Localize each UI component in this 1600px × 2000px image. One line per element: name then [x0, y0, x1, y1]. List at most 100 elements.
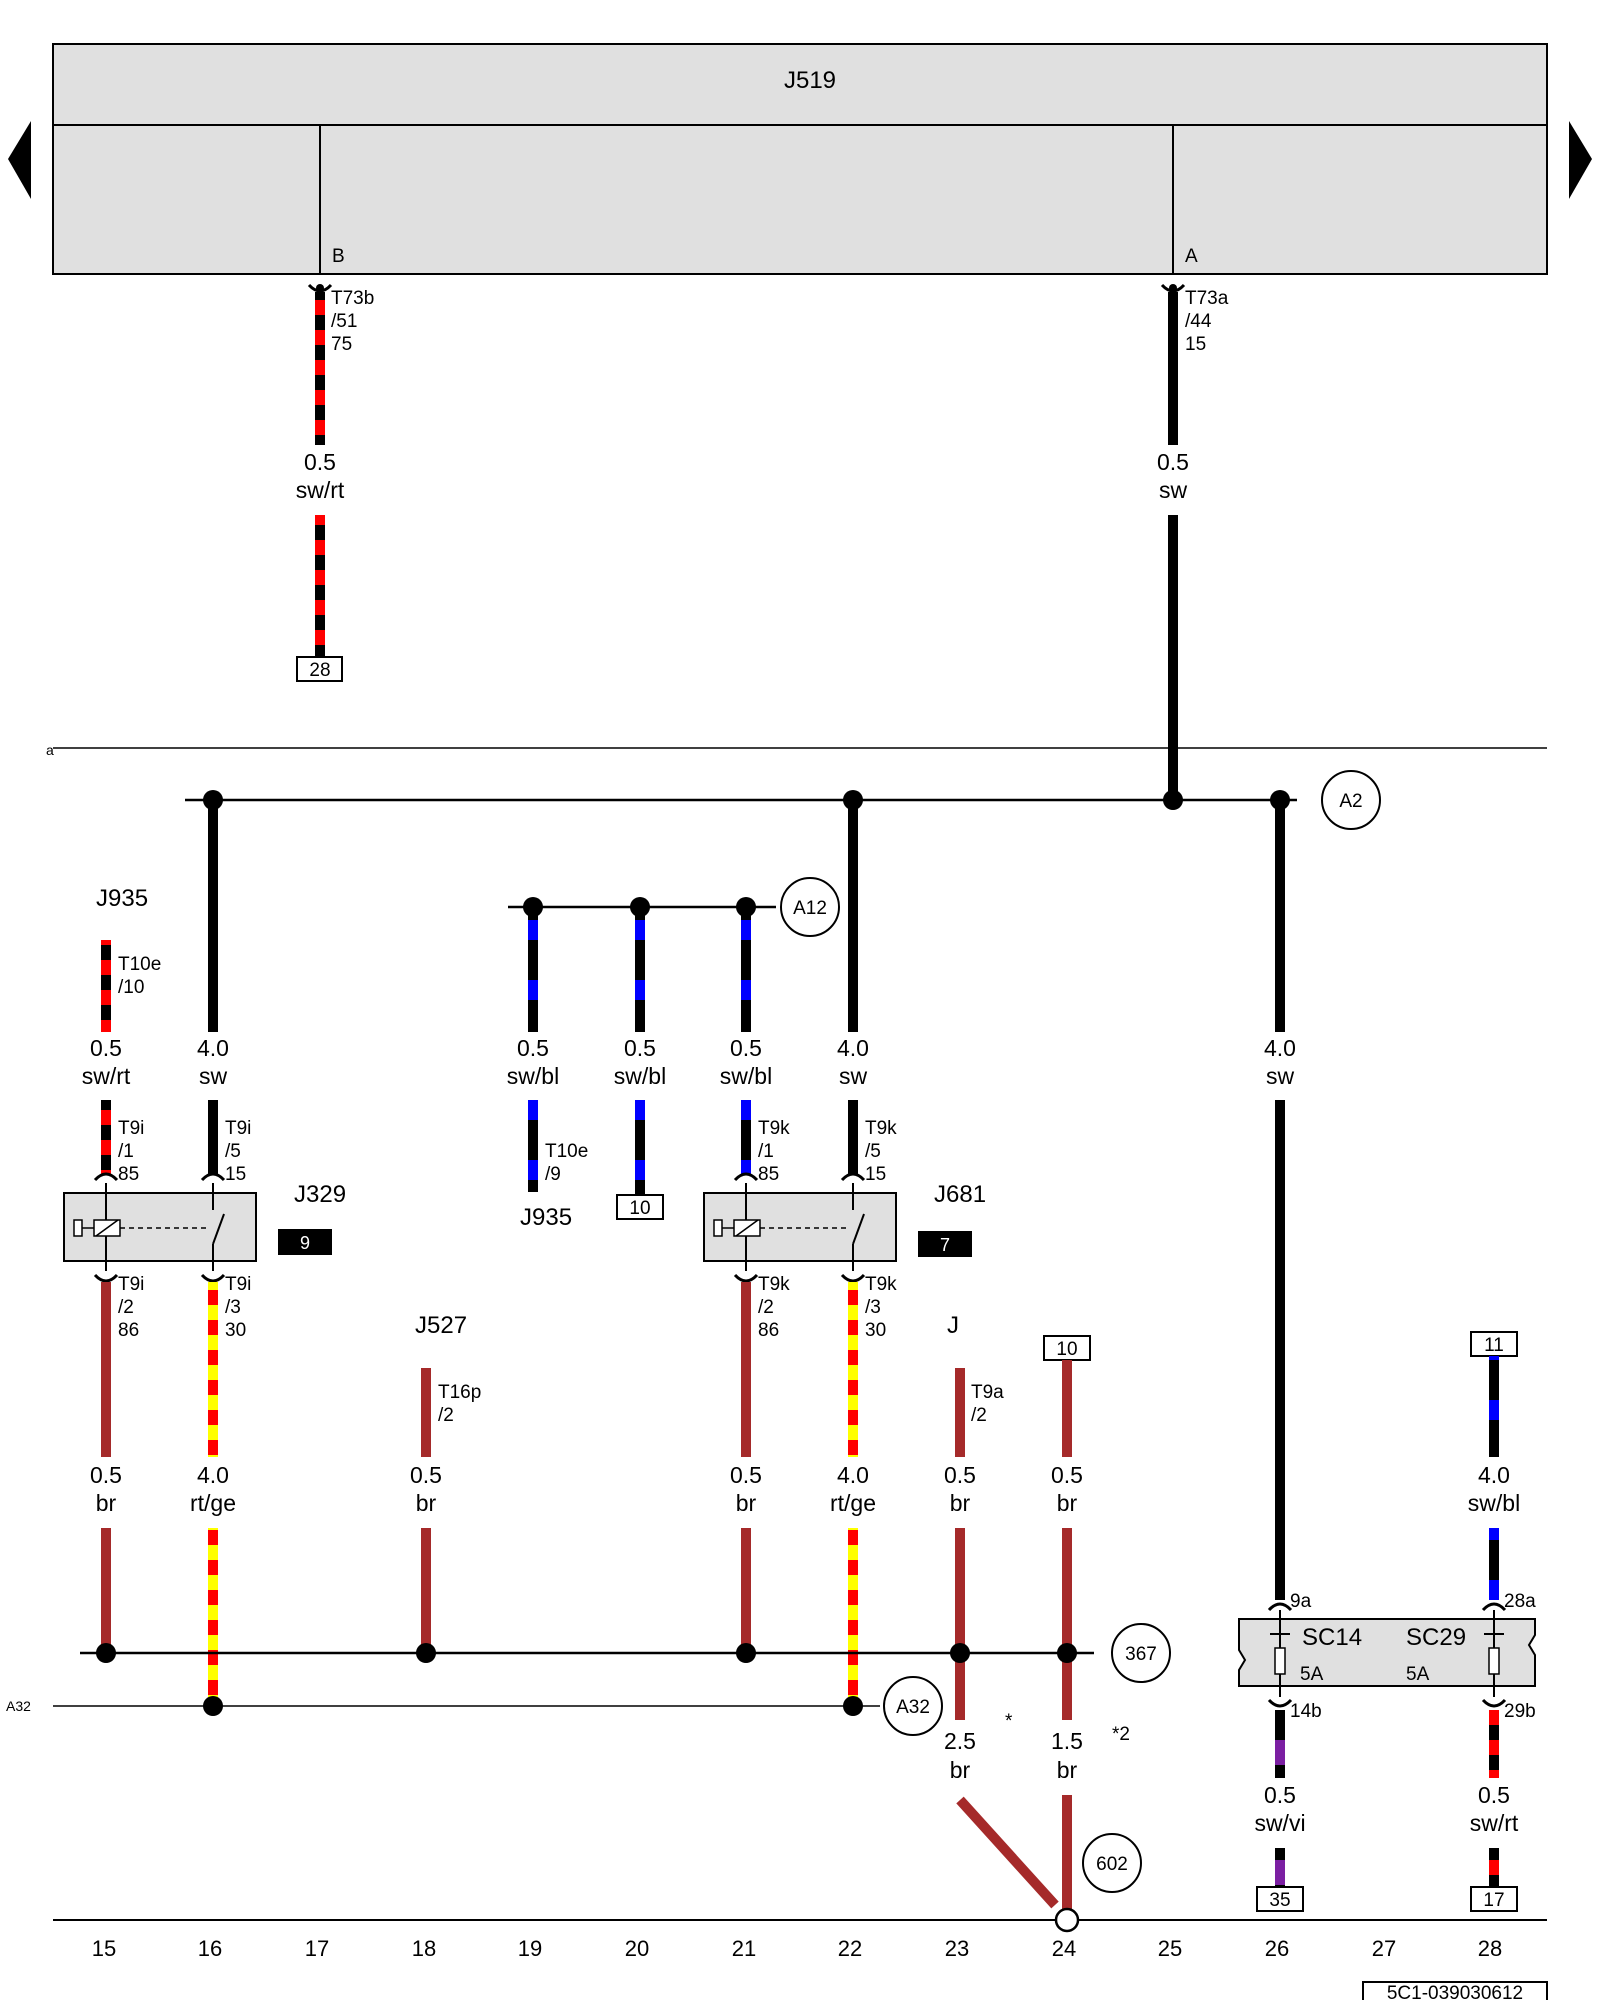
svg-text:0.5: 0.5 — [1478, 1782, 1510, 1808]
svg-text:2.5: 2.5 — [944, 1728, 976, 1754]
svg-text:29b: 29b — [1504, 1701, 1536, 1722]
col-22: 22 — [838, 1936, 862, 1961]
svg-text:9: 9 — [300, 1233, 310, 1253]
svg-text:85: 85 — [758, 1164, 779, 1185]
svg-text:A32: A32 — [896, 1697, 930, 1718]
j-label: J — [947, 1312, 959, 1339]
svg-text:T9i: T9i — [225, 1274, 251, 1295]
col-16: 16 — [198, 1936, 222, 1961]
connector-367[interactable]: 367 — [1111, 1623, 1171, 1683]
svg-text:T9i: T9i — [225, 1118, 251, 1139]
ref-10-col20[interactable]: 10 — [629, 1198, 650, 1219]
svg-text:A32: A32 — [6, 1698, 31, 1714]
wire-col21-lower: T9k /2 86 0.5 br — [730, 1273, 790, 1653]
wire-col16-lower: T9i /3 30 4.0 rt/ge — [190, 1273, 251, 1706]
svg-text:T16p: T16p — [438, 1382, 481, 1403]
svg-text:sw/rt: sw/rt — [296, 477, 345, 503]
svg-text:sw/bl: sw/bl — [614, 1063, 666, 1089]
svg-text:0.5: 0.5 — [730, 1462, 762, 1488]
svg-text:br: br — [1057, 1757, 1078, 1783]
footer-code: 5C1-039030612 — [1362, 1981, 1548, 2000]
wire-col28-lower: 11 4.0 sw/bl 28a — [1468, 1331, 1536, 1612]
wire-col18-lower: T16p /2 0.5 br — [410, 1368, 481, 1653]
svg-text:T9k: T9k — [865, 1274, 897, 1295]
ref-11[interactable]: 11 — [1484, 1335, 1504, 1356]
col-24: 24 — [1052, 1936, 1076, 1961]
pin-a-label: A — [1185, 246, 1198, 267]
note-star2: *2 — [1112, 1724, 1130, 1745]
note-star: * — [1005, 1711, 1013, 1732]
svg-text:sw/bl: sw/bl — [507, 1063, 559, 1089]
svg-text:/9: /9 — [545, 1164, 561, 1185]
svg-text:sw/bl: sw/bl — [720, 1063, 772, 1089]
prev-page-arrow-icon[interactable] — [8, 121, 31, 199]
wire-col23-lower: T9a /2 0.5 br 2.5 br — [944, 1368, 1059, 1909]
sc14-rating: 5A — [1300, 1664, 1324, 1685]
sc14-label: SC14 — [1302, 1624, 1362, 1651]
ref-17[interactable]: 17 — [1483, 1890, 1504, 1911]
wire-col24-lower: 10 0.5 br 1.5 br — [1043, 1335, 1091, 1913]
svg-text:30: 30 — [225, 1320, 246, 1341]
wire-col22-lower: T9k /3 30 4.0 rt/ge — [830, 1273, 897, 1706]
svg-text:4.0: 4.0 — [1264, 1035, 1296, 1061]
svg-text:/5: /5 — [225, 1141, 241, 1162]
svg-text:br: br — [950, 1490, 971, 1516]
svg-text:/3: /3 — [865, 1297, 881, 1318]
svg-text:15: 15 — [225, 1164, 246, 1185]
svg-text:T9i: T9i — [118, 1118, 144, 1139]
col-25: 25 — [1158, 1936, 1182, 1961]
svg-text:0.5: 0.5 — [517, 1035, 549, 1061]
svg-text:T9k: T9k — [865, 1118, 897, 1139]
svg-text:rt/ge: rt/ge — [830, 1490, 876, 1516]
connector-602[interactable]: 602 — [1082, 1833, 1142, 1893]
connector-a32[interactable]: A32 — [883, 1676, 943, 1736]
bus-367 — [80, 1643, 1094, 1663]
svg-text:/1: /1 — [758, 1141, 774, 1162]
svg-text:sw/bl: sw/bl — [1468, 1490, 1520, 1516]
svg-text:4.0: 4.0 — [837, 1035, 869, 1061]
svg-text:0.5: 0.5 — [1264, 1782, 1296, 1808]
svg-text:sw: sw — [199, 1063, 228, 1089]
svg-text:86: 86 — [118, 1320, 139, 1341]
col-26: 26 — [1265, 1936, 1289, 1961]
ground-point-602 — [1054, 1907, 1080, 1933]
svg-text:4.0: 4.0 — [837, 1462, 869, 1488]
svg-text:A2: A2 — [1339, 791, 1362, 812]
relay-j681[interactable] — [703, 1183, 897, 1271]
ref-28[interactable]: 28 — [309, 660, 330, 681]
wire-col26-upper: 4.0 sw 9a — [1264, 800, 1312, 1612]
col-18: 18 — [412, 1936, 436, 1961]
svg-text:br: br — [950, 1757, 971, 1783]
svg-text:/5: /5 — [865, 1141, 881, 1162]
wire-col25: T73a /44 15 0.5 sw — [1157, 283, 1229, 800]
svg-text:9a: 9a — [1290, 1591, 1312, 1612]
svg-text:0.5: 0.5 — [90, 1462, 122, 1488]
svg-text:sw: sw — [1266, 1063, 1295, 1089]
j681-label: J681 — [934, 1181, 986, 1208]
sc29-rating: 5A — [1406, 1664, 1430, 1685]
connector-a12[interactable]: A12 — [780, 877, 840, 937]
connector-a2[interactable]: A2 — [1321, 770, 1381, 830]
wire-col28-lower2: 29b 0.5 sw/rt 17 — [1470, 1698, 1536, 1912]
col-27: 27 — [1372, 1936, 1396, 1961]
svg-text:/51: /51 — [331, 311, 357, 332]
relay-j329[interactable] — [63, 1183, 257, 1271]
svg-text:14b: 14b — [1290, 1701, 1322, 1722]
separator-a: a — [46, 742, 1547, 758]
ref-35[interactable]: 35 — [1269, 1890, 1290, 1911]
j329-badge — [278, 1229, 332, 1255]
fuse-box-sc14-sc29[interactable] — [1238, 1610, 1536, 1697]
svg-text:/2: /2 — [118, 1297, 134, 1318]
ref-10-col24[interactable]: 10 — [1056, 1339, 1077, 1360]
wire-col21-upper: 0.5 sw/bl T9k /1 85 — [720, 907, 790, 1185]
svg-text:/2: /2 — [758, 1297, 774, 1318]
column-axis: 15 16 17 18 19 20 21 22 23 24 25 26 27 2… — [53, 1907, 1547, 1961]
next-page-arrow-icon[interactable] — [1569, 121, 1592, 199]
wire-col17: T73b /51 75 0.5 sw/rt 28 — [296, 283, 374, 682]
svg-text:T9a: T9a — [971, 1382, 1004, 1403]
col-23: 23 — [945, 1936, 969, 1961]
svg-text:T73b: T73b — [331, 288, 374, 309]
svg-text:0.5: 0.5 — [624, 1035, 656, 1061]
j681-badge — [918, 1231, 972, 1257]
svg-text:0.5: 0.5 — [304, 449, 336, 475]
